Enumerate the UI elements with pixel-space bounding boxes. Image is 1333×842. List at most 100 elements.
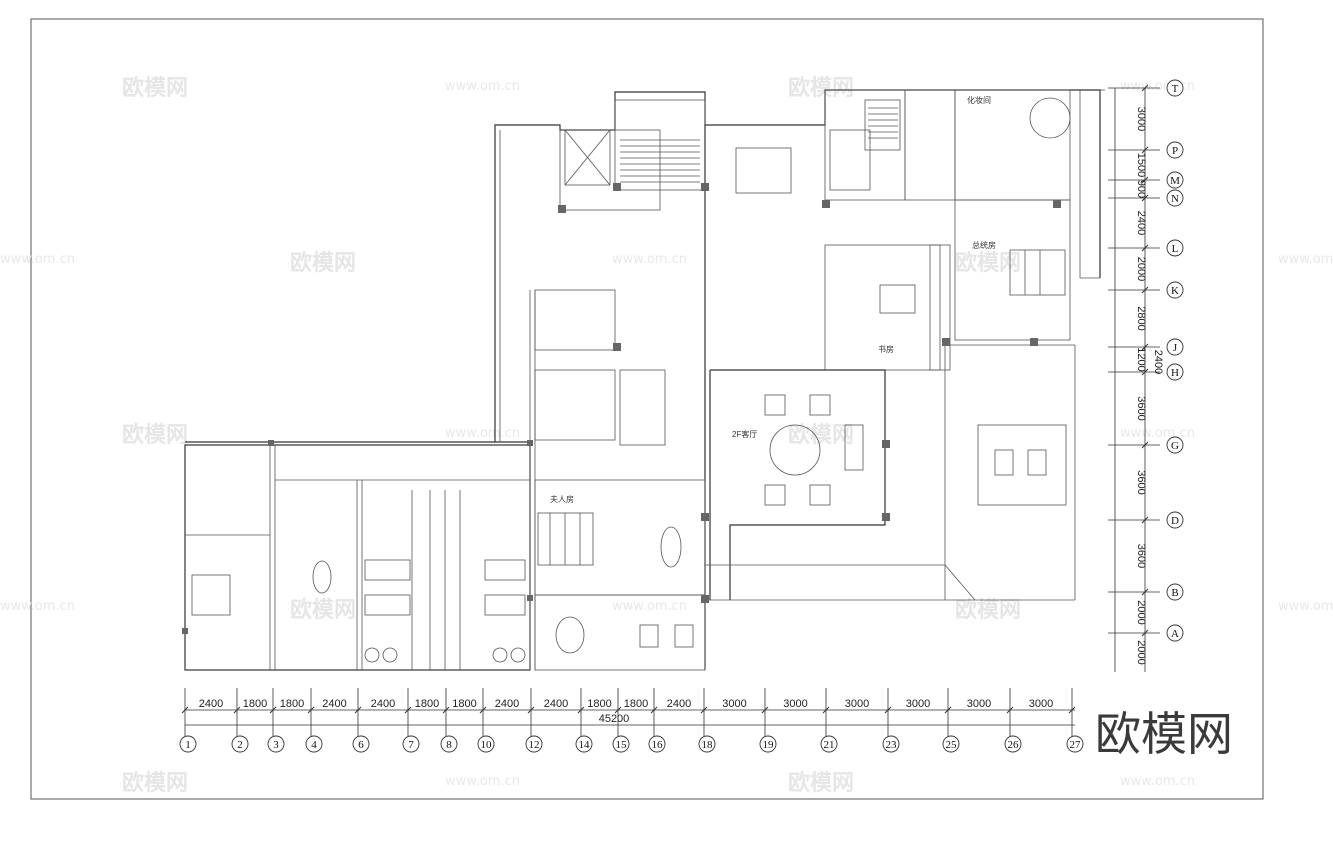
axis-label: D: [1171, 515, 1179, 527]
axis-bubble: [1066, 735, 1084, 753]
axis-bubble: [1166, 189, 1184, 207]
axis-label: 8: [446, 739, 452, 751]
axis-label: 15: [616, 739, 628, 751]
axis-bubble: [402, 735, 420, 753]
dimension-slash: [442, 706, 450, 714]
dimension-slash: [1141, 441, 1149, 449]
watermark-brand: 欧模网: [122, 422, 188, 448]
room-label-madam: 夫人房: [550, 494, 574, 504]
axis-bubble: [1166, 141, 1184, 159]
axis-bubble: [1166, 79, 1184, 97]
room-label-study: 书房: [878, 344, 894, 354]
axis-bubble: [1166, 363, 1184, 381]
watermark-brand: 欧模网: [290, 250, 356, 276]
axis-bubble: [1166, 511, 1184, 529]
axis-label: B: [1171, 587, 1178, 599]
axis-bubble: [267, 735, 285, 753]
axis-label: 19: [763, 739, 775, 751]
axis-bubble: [1166, 624, 1184, 642]
room-label-living: 2F客厅: [732, 429, 757, 439]
watermark-url: www.om.cn: [1278, 252, 1333, 267]
dimension-value: 1200: [1135, 347, 1147, 371]
room-label-master: 总统房: [972, 240, 996, 250]
watermark-brand: 欧模网: [955, 597, 1021, 623]
dimension-slash: [1141, 146, 1149, 154]
dimension-slash: [1141, 516, 1149, 524]
axis-label: 14: [579, 739, 591, 751]
watermark-brand: 欧模网: [290, 597, 356, 623]
axis-bubble: [648, 735, 666, 753]
dimension-value: 1800: [624, 698, 648, 710]
axis-bubble: [525, 735, 543, 753]
axis-label: G: [1171, 440, 1179, 452]
axis-bubble: [942, 735, 960, 753]
axis-bubble: [1166, 239, 1184, 257]
dimension-value: 2000: [1135, 257, 1147, 281]
dimension-value: 2400: [667, 698, 691, 710]
dimension-slash: [1141, 343, 1149, 351]
dimension-value: 900: [1135, 180, 1147, 198]
dimension-value: 2400: [1152, 350, 1164, 374]
bottom-total-dimension: 45200: [599, 713, 630, 725]
axis-label: 1: [185, 739, 191, 751]
axis-bubble: [179, 735, 197, 753]
axis-label: P: [1172, 145, 1178, 157]
axis-bubble: [1166, 171, 1184, 189]
axis-bubble: [305, 735, 323, 753]
axis-bubble: [698, 735, 716, 753]
axis-label: 3: [273, 739, 279, 751]
stair-treads-2: [868, 107, 898, 139]
dimension-slash: [650, 706, 658, 714]
dimension-slash: [479, 706, 487, 714]
dimension-slash: [1141, 588, 1149, 596]
watermark-brand: 欧模网: [788, 75, 854, 101]
dimension-slash: [614, 706, 622, 714]
watermark-url: www.om.cn: [445, 426, 520, 441]
dimension-value: 3000: [1135, 107, 1147, 131]
dimension-value: 1500: [1135, 153, 1147, 177]
dimension-value: 1800: [280, 698, 304, 710]
dimension-value: 2800: [1135, 306, 1147, 330]
dimension-value: 2400: [495, 698, 519, 710]
dimension-slash: [527, 706, 535, 714]
dimension-slash: [761, 706, 769, 714]
axis-bubble: [1166, 338, 1184, 356]
axis-label: 10: [481, 739, 493, 751]
watermark-brand: 欧模网: [788, 422, 854, 448]
watermark-url: www.om.cn: [1120, 774, 1195, 789]
dimension-value: 2400: [199, 698, 223, 710]
axis-bubble: [612, 735, 630, 753]
stair-treads: [620, 139, 700, 183]
building-walls: [184, 89, 1105, 671]
watermark-brand: 欧模网: [788, 770, 854, 796]
dimension-value: 3000: [906, 698, 930, 710]
dimension-slash: [1141, 286, 1149, 294]
axis-bubble: [1166, 583, 1184, 601]
axis-label: 6: [358, 739, 364, 751]
axis-label: 7: [408, 739, 414, 751]
dimension-slash: [1141, 194, 1149, 202]
axis-bubble: [1004, 735, 1022, 753]
axis-bubble: [1166, 436, 1184, 454]
axis-label: 4: [311, 739, 317, 751]
watermark-url: www.om.cn: [1120, 426, 1195, 441]
watermark-brand: 欧模网: [955, 250, 1021, 276]
dimension-value: 2400: [371, 698, 395, 710]
dimension-slash: [1141, 629, 1149, 637]
dimension-value: 3000: [722, 698, 746, 710]
dimension-slash: [1141, 84, 1149, 92]
dimension-slash: [884, 706, 892, 714]
dimension-slash: [944, 706, 952, 714]
drawing-frame: [30, 18, 1264, 800]
dimension-value: 2400: [322, 698, 346, 710]
watermark-brand: 欧模网: [122, 75, 188, 101]
axis-bubble: [231, 735, 249, 753]
watermark-url: www.om.cn: [445, 774, 520, 789]
dimension-slash: [307, 706, 315, 714]
dimension-value: 2400: [544, 698, 568, 710]
dimension-value: 1800: [415, 698, 439, 710]
brand-logo: 欧模网: [1095, 707, 1233, 761]
axis-bubble: [759, 735, 777, 753]
dimension-value: 3000: [1029, 698, 1053, 710]
dimension-slash: [700, 706, 708, 714]
